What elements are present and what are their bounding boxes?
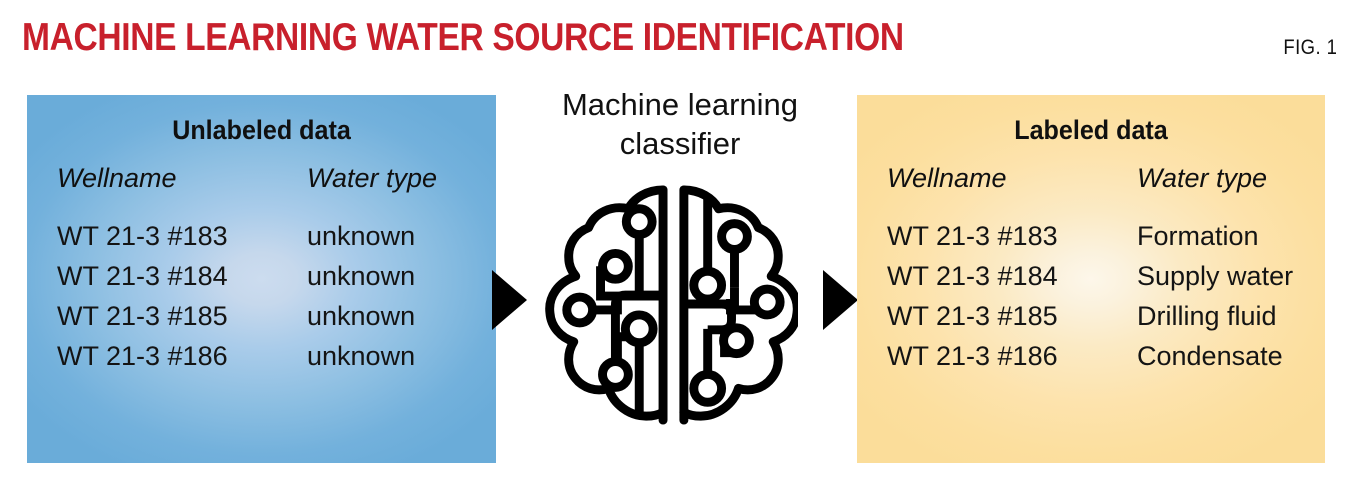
table-row: WT 21-3 #186 Condensate xyxy=(887,336,1307,376)
labeled-panel-heading: Labeled data xyxy=(1014,115,1168,145)
classifier-caption-line-1: Machine learning xyxy=(561,87,799,122)
cell-watertype: Drilling fluid xyxy=(1137,301,1277,331)
unlabeled-data-panel: Unlabeled data Wellname Water type WT 21… xyxy=(27,95,496,463)
cell-wellname: WT 21-3 #185 xyxy=(57,301,228,331)
figure-number-label: FIG. 1 xyxy=(1283,36,1337,59)
cell-wellname: WT 21-3 #186 xyxy=(887,341,1058,371)
classifier-caption: Machine learning classifier xyxy=(520,85,840,163)
column-header-watertype: Water type xyxy=(307,163,438,193)
labeled-data-table: Wellname Water type WT 21-3 #183 Formati… xyxy=(887,163,1307,376)
table-row: WT 21-3 #185 unknown xyxy=(57,296,478,336)
table-header-row: Wellname Water type xyxy=(887,163,1307,216)
column-header-wellname: Wellname xyxy=(887,163,1007,193)
labeled-data-panel: Labeled data Wellname Water type WT 21-3… xyxy=(857,95,1325,463)
cell-watertype: Formation xyxy=(1137,221,1259,251)
unlabeled-panel-heading: Unlabeled data xyxy=(172,115,351,145)
cell-wellname: WT 21-3 #184 xyxy=(887,261,1058,291)
brain-circuit-icon xyxy=(545,185,798,425)
cell-wellname: WT 21-3 #184 xyxy=(57,261,228,291)
right-arrow-icon xyxy=(492,270,527,330)
table-header-row: Wellname Water type xyxy=(57,163,478,216)
column-header-watertype: Water type xyxy=(1137,163,1268,193)
table-row: WT 21-3 #184 Supply water xyxy=(887,256,1307,296)
cell-wellname: WT 21-3 #183 xyxy=(57,221,228,251)
unlabeled-data-table: Wellname Water type WT 21-3 #183 unknown… xyxy=(57,163,478,376)
table-row: WT 21-3 #183 unknown xyxy=(57,216,478,256)
cell-watertype: unknown xyxy=(307,341,416,371)
column-header-wellname: Wellname xyxy=(57,163,177,193)
page-title: MACHINE LEARNING WATER SOURCE IDENTIFICA… xyxy=(22,16,904,59)
cell-watertype: unknown xyxy=(307,301,416,331)
table-row: WT 21-3 #186 unknown xyxy=(57,336,478,376)
cell-watertype: unknown xyxy=(307,261,416,291)
cell-wellname: WT 21-3 #185 xyxy=(887,301,1058,331)
cell-watertype: unknown xyxy=(307,221,416,251)
table-row: WT 21-3 #185 Drilling fluid xyxy=(887,296,1307,336)
cell-watertype: Condensate xyxy=(1137,341,1283,371)
right-arrow-icon xyxy=(823,270,858,330)
table-row: WT 21-3 #183 Formation xyxy=(887,216,1307,256)
cell-wellname: WT 21-3 #183 xyxy=(887,221,1058,251)
cell-watertype: Supply water xyxy=(1137,261,1294,291)
classifier-caption-line-2: classifier xyxy=(619,126,741,161)
cell-wellname: WT 21-3 #186 xyxy=(57,341,228,371)
table-row: WT 21-3 #184 unknown xyxy=(57,256,478,296)
